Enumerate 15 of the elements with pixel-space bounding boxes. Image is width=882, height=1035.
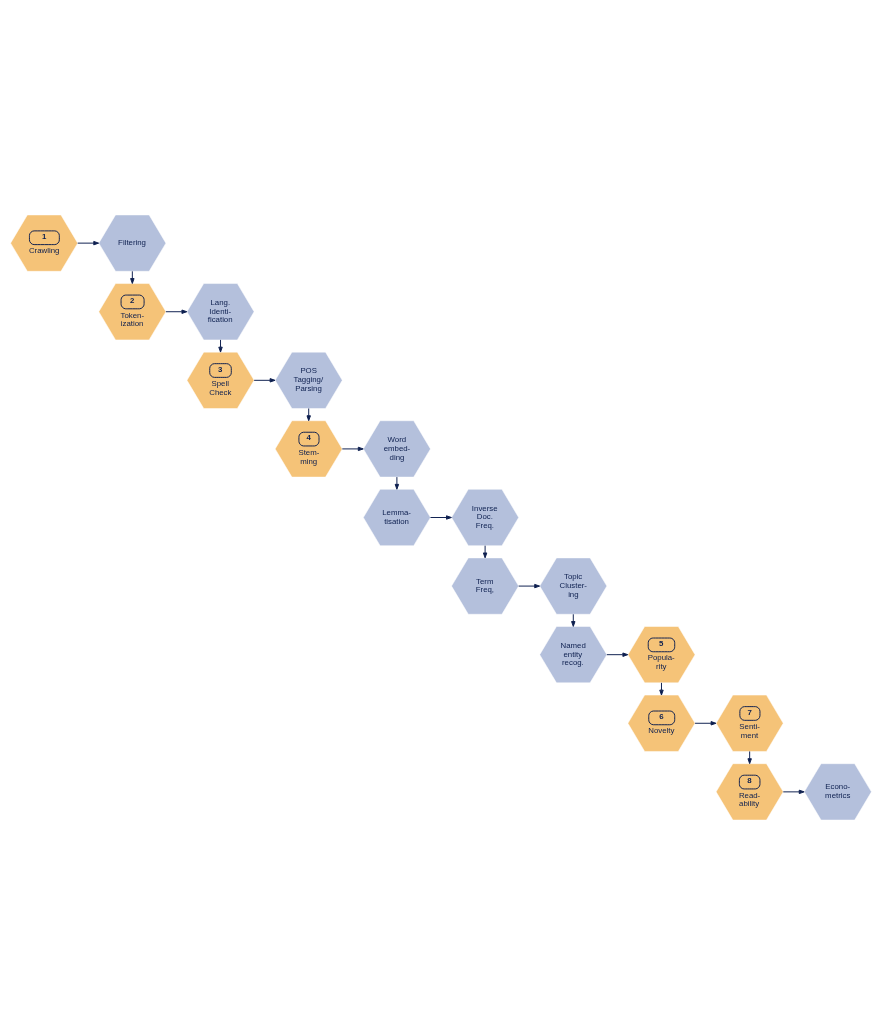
- arrow: [130, 270, 135, 284]
- arrow: [218, 339, 223, 353]
- arrow: [606, 652, 629, 657]
- arrow: [341, 446, 364, 452]
- arrow: [747, 750, 752, 765]
- arrow: [482, 545, 488, 559]
- arrow: [782, 789, 805, 795]
- arrow: [571, 613, 576, 627]
- arrow: [694, 721, 717, 726]
- arrow: [518, 583, 541, 589]
- arrow: [394, 476, 400, 490]
- arrow: [430, 515, 452, 520]
- arrow: [253, 378, 276, 383]
- arrow: [77, 240, 100, 246]
- arrow: [165, 309, 188, 314]
